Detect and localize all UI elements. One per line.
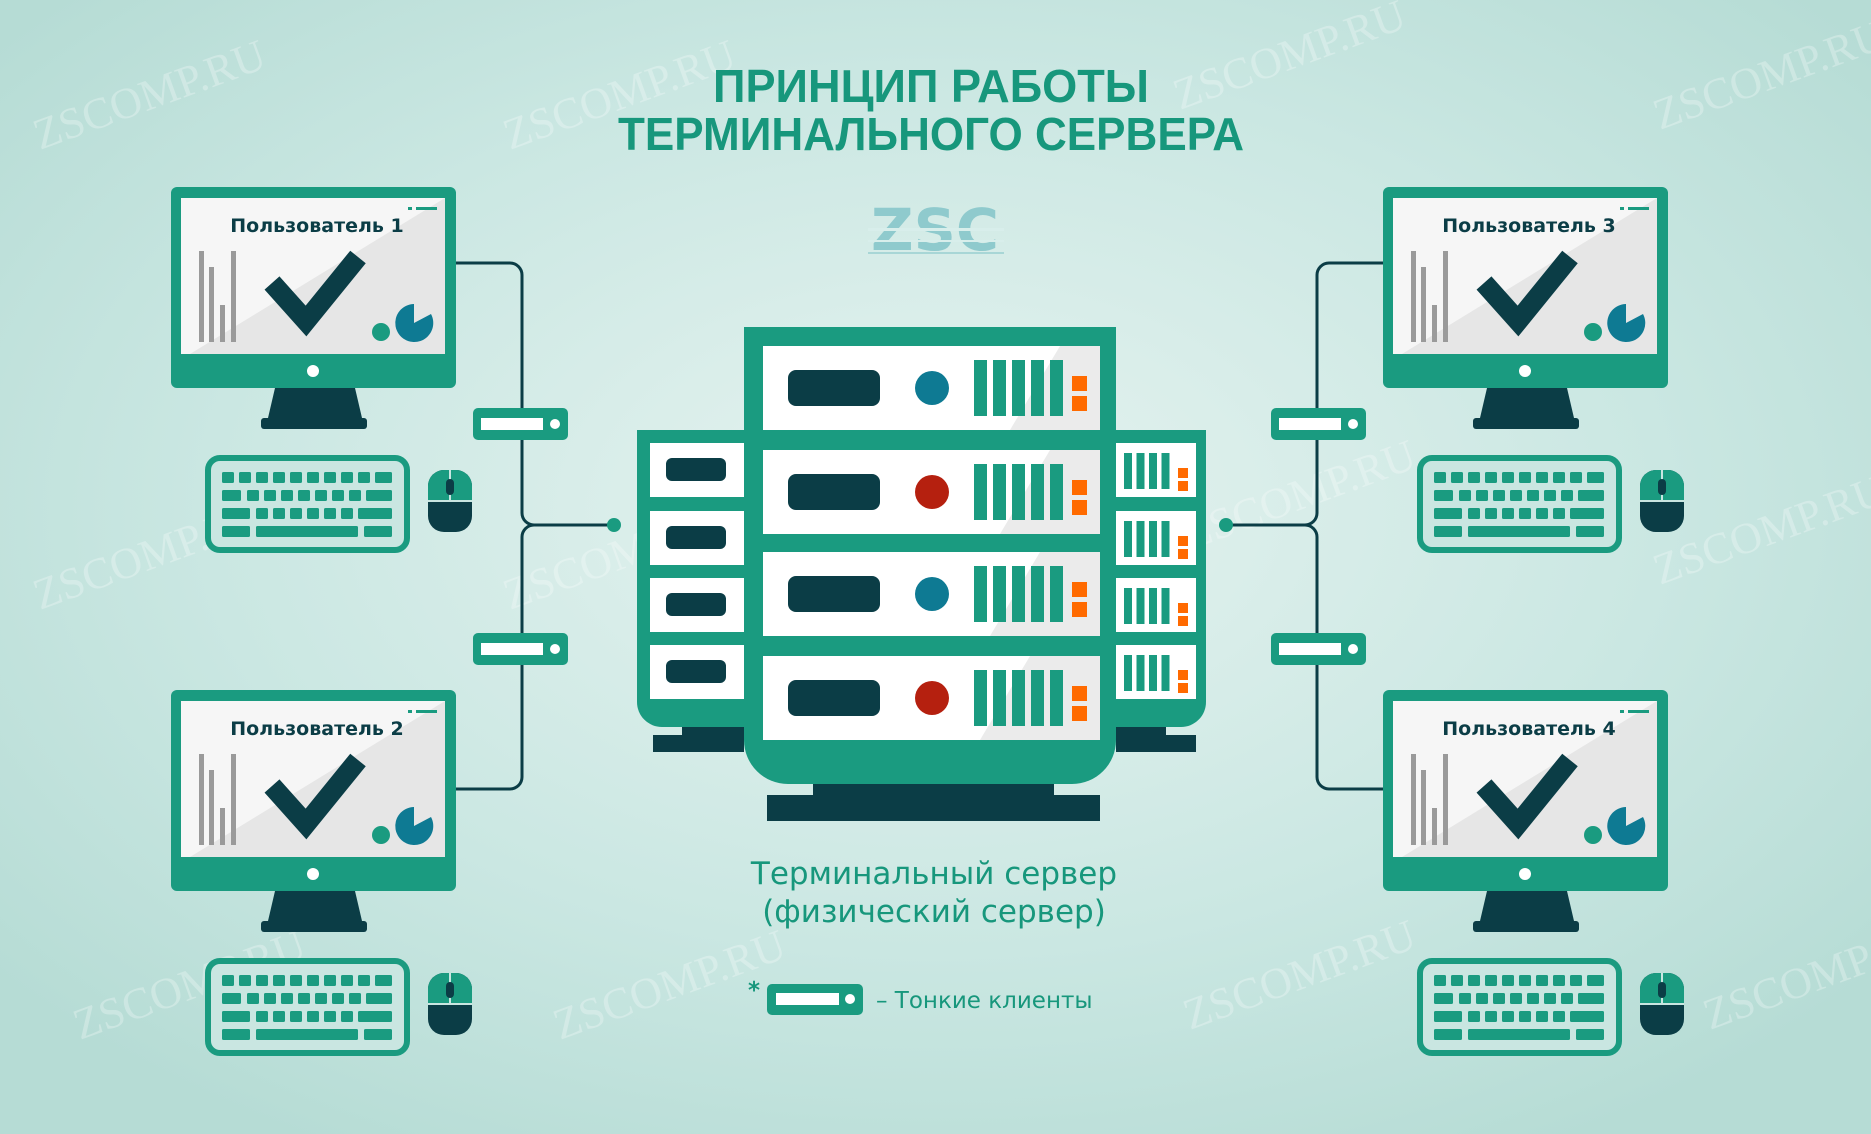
status-indicator: [915, 681, 949, 715]
status-indicator: [915, 577, 949, 611]
server-unit-3: [763, 552, 1100, 636]
mouse-icon: [1640, 973, 1684, 1035]
server-unit-4: [763, 656, 1100, 740]
server-caption-line2: (физический сервер): [762, 894, 1106, 930]
drive-slot: [788, 370, 880, 406]
monitor-stand: [268, 891, 362, 921]
monitor-base: [261, 418, 367, 429]
checkmark-icon: [1476, 250, 1578, 337]
power-led: [1519, 868, 1531, 880]
network-connectors: [456, 261, 1383, 791]
keyboard-icon: [1417, 958, 1622, 1056]
connector-node-right: [1219, 518, 1233, 532]
page-title-line1: ПРИНЦИП РАБОТЫ: [713, 60, 1149, 112]
checkmark-icon: [264, 250, 366, 337]
bar-chart-icon: [199, 251, 236, 342]
user-workstation-3: Пользователь 3: [1383, 187, 1684, 553]
pie-chart-icon: [395, 807, 434, 845]
terminal-server: [637, 327, 1206, 821]
keyboard-icon: [205, 455, 410, 553]
server-caption-line1: Терминальный сервер: [750, 856, 1117, 892]
checkmark-icon: [264, 753, 366, 840]
legend-thin-client-icon: [767, 984, 863, 1015]
server-unit-2: [763, 450, 1100, 534]
status-indicator: [915, 371, 949, 405]
thin-client: [1271, 408, 1366, 440]
user-label: Пользователь 4: [1442, 718, 1616, 740]
monitor-stand: [1480, 891, 1574, 921]
dot-icon: [1584, 323, 1602, 341]
power-led: [1519, 365, 1531, 377]
thin-client: [473, 633, 568, 665]
legend-asterisk: *: [748, 978, 760, 1004]
connector-user2: [456, 523, 535, 791]
right-rack-unit-3: [1116, 578, 1196, 632]
monitor-base: [261, 921, 367, 932]
right-rack-unit-2: [1116, 511, 1196, 565]
user-label: Пользователь 1: [230, 215, 404, 237]
right-rack-unit-4: [1116, 645, 1196, 699]
user-label: Пользователь 2: [230, 718, 404, 740]
monitor: Пользователь 1: [171, 187, 456, 388]
monitor-stand: [1480, 388, 1574, 418]
bar-chart-icon: [199, 754, 236, 845]
connector-user4: [1304, 523, 1383, 791]
checkmark-icon: [1476, 753, 1578, 840]
legend-thin-clients-label: – Тонкие клиенты: [876, 988, 1093, 1014]
monitor: Пользователь 2: [171, 690, 456, 891]
mouse-icon: [428, 973, 472, 1035]
thin-client: [473, 408, 568, 440]
user-workstation-2: Пользователь 2: [171, 690, 472, 1056]
bar-chart-icon: [1411, 251, 1448, 342]
mouse-icon: [1640, 470, 1684, 532]
monitor: Пользователь 3: [1383, 187, 1668, 388]
power-led: [307, 868, 319, 880]
drive-slot: [788, 474, 880, 510]
monitor-base: [1473, 418, 1579, 429]
bar-chart-icon: [1411, 754, 1448, 845]
keyboard-icon: [205, 958, 410, 1056]
left-rack-foot: [653, 735, 744, 752]
power-led: [307, 365, 319, 377]
legend: * – Тонкие клиенты: [748, 978, 1093, 1015]
monitor-stand: [268, 388, 362, 418]
mouse-icon: [428, 470, 472, 532]
thin-client: [1271, 633, 1366, 665]
server-unit-1: [763, 346, 1100, 430]
pie-chart-icon: [395, 304, 434, 342]
dot-icon: [372, 323, 390, 341]
status-indicator: [915, 475, 949, 509]
dot-icon: [1584, 826, 1602, 844]
server-base: [767, 795, 1100, 821]
zsc-logo: ZSC: [868, 196, 1004, 264]
drive-slot: [788, 576, 880, 612]
user-label: Пользователь 3: [1442, 215, 1616, 237]
right-rack-unit-1: [1116, 443, 1196, 497]
left-rack-unit-4: [650, 645, 744, 699]
right-rack-foot: [1116, 735, 1196, 752]
user-workstation-4: Пользователь 4: [1383, 690, 1684, 1056]
user-workstation-1: Пользователь 1: [171, 187, 472, 553]
keyboard-icon: [1417, 455, 1622, 553]
left-rack-unit-3: [650, 578, 744, 632]
monitor: Пользователь 4: [1383, 690, 1668, 891]
page-title-line2: ТЕРМИНАЛЬНОГО СЕРВЕРА: [618, 108, 1244, 160]
left-rack-unit-2: [650, 511, 744, 565]
dot-icon: [372, 826, 390, 844]
left-rack-unit-1: [650, 443, 744, 497]
connector-node-left: [607, 518, 621, 532]
monitor-base: [1473, 921, 1579, 932]
pie-chart-icon: [1607, 304, 1646, 342]
pie-chart-icon: [1607, 807, 1646, 845]
drive-slot: [788, 680, 880, 716]
